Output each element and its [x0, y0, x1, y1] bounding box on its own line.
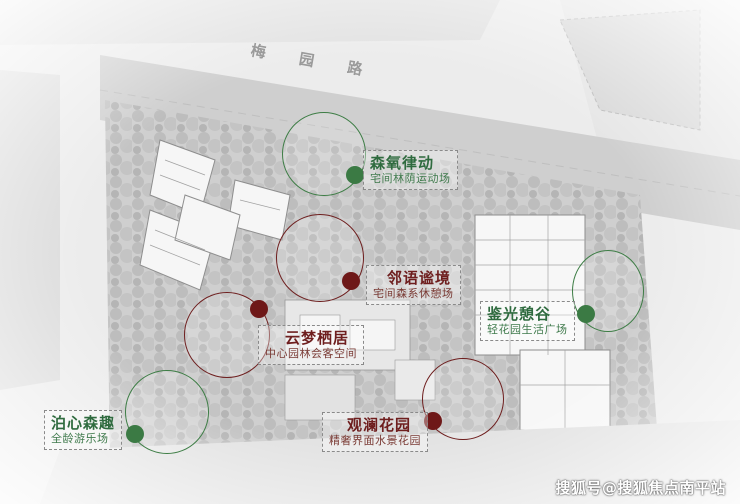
spot-subtitle: 宅间林荫运动场 [370, 172, 451, 185]
spot-subtitle: 轻花园生活广场 [487, 323, 568, 336]
spot-subtitle: 全龄游乐场 [51, 432, 109, 445]
callout-guanlan: 观澜花园 精奢界面水景花园 [322, 412, 428, 452]
marker-senyang[interactable] [346, 166, 364, 184]
marker-boxin[interactable] [126, 425, 144, 443]
marker-jianguang[interactable] [577, 305, 595, 323]
callout-jianguang: 鉴光憩谷 轻花园生活广场 [480, 301, 575, 341]
spot-subtitle: 精奢界面水景花园 [329, 434, 421, 447]
spot-title: 云梦栖居 [285, 329, 350, 347]
callout-boxin: 泊心森趣 全龄游乐场 [44, 410, 123, 450]
marker-guanlan[interactable] [424, 412, 442, 430]
spot-title: 森氧律动 [370, 154, 435, 172]
spot-subtitle: 宅间森系休憩场 [373, 287, 454, 300]
marker-linyu[interactable] [342, 272, 360, 290]
watermark: 搜狐号@搜狐焦点南平站 [555, 479, 726, 497]
callout-linyu: 邻语谧境 宅间森系休憩场 [366, 265, 461, 305]
callout-yunmeng: 云梦栖居 中心园林会客空间 [258, 325, 364, 365]
callout-senyang: 森氧律动 宅间林荫运动场 [363, 150, 458, 190]
marker-yunmeng[interactable] [250, 300, 268, 318]
spot-title: 邻语谧境 [387, 269, 452, 287]
spot-subtitle: 中心园林会客空间 [265, 347, 357, 360]
spot-title: 鉴光憩谷 [487, 305, 552, 323]
spot-title: 观澜花园 [347, 416, 412, 434]
spot-title: 泊心森趣 [51, 414, 116, 432]
